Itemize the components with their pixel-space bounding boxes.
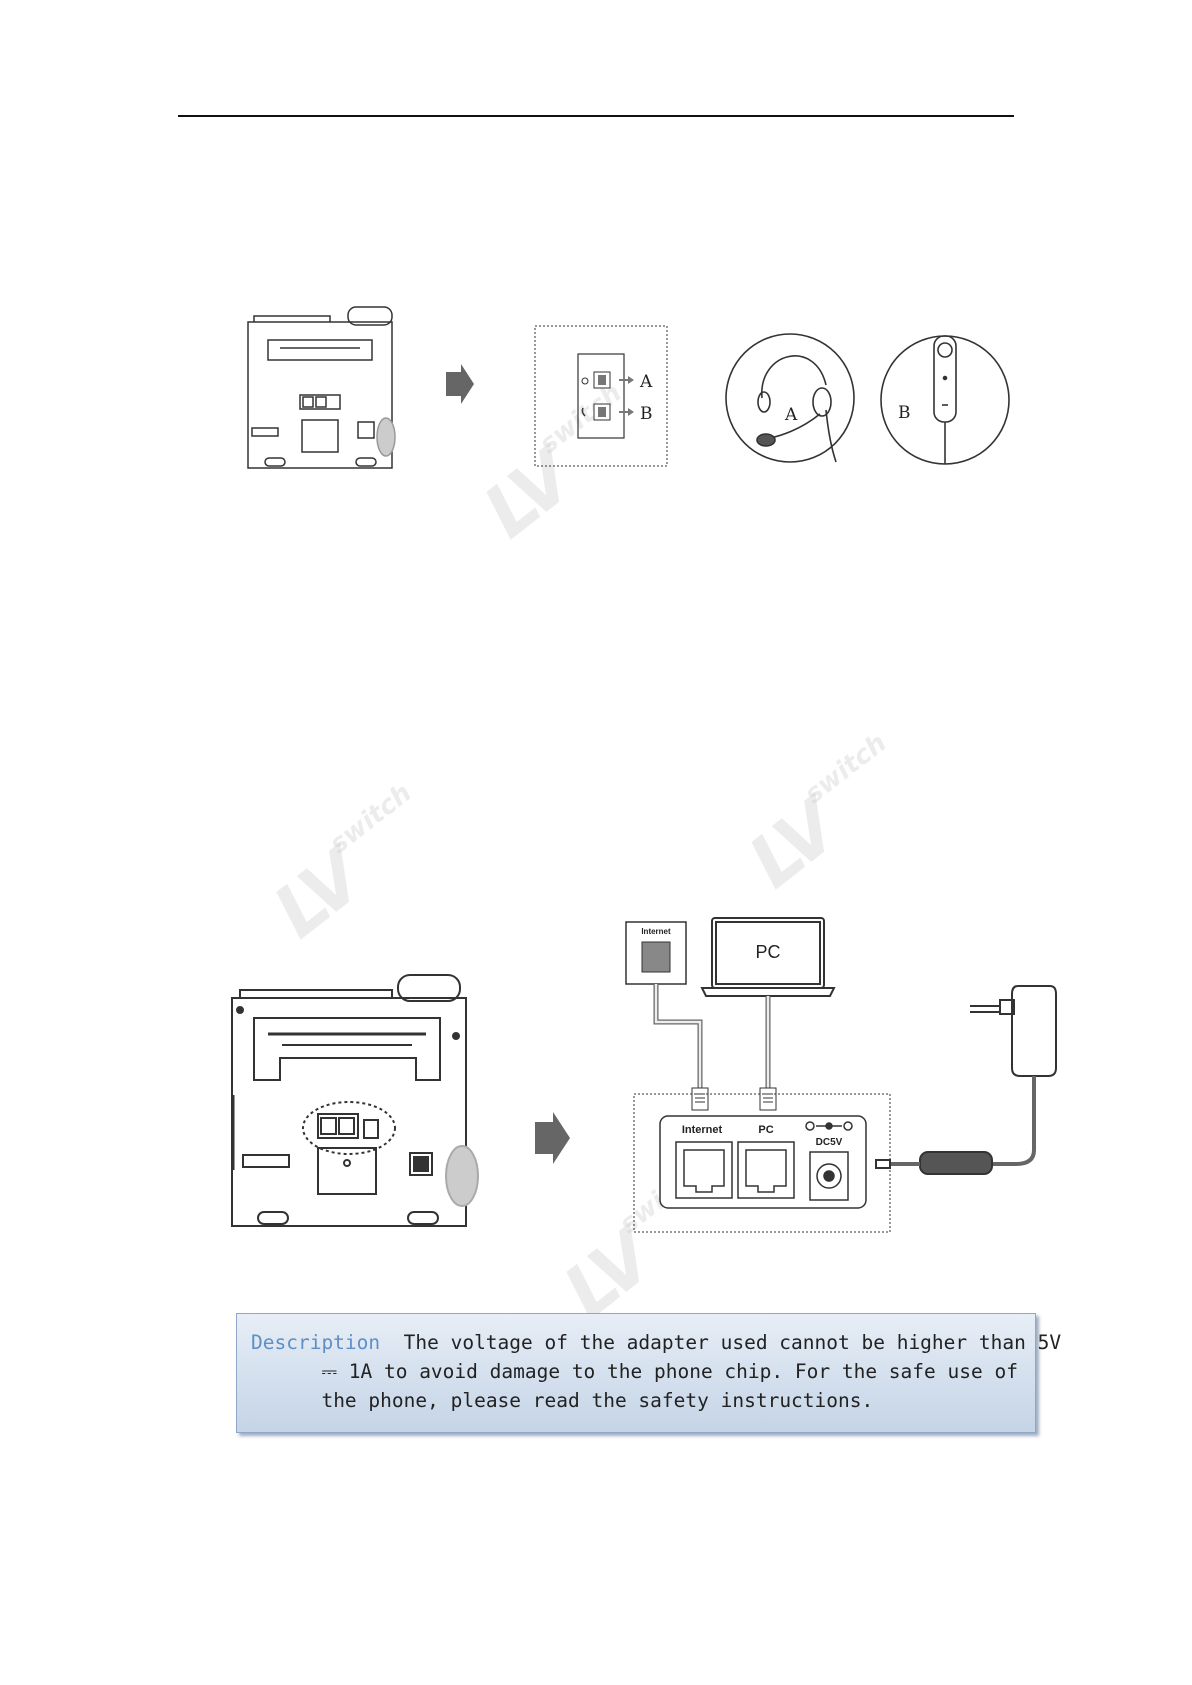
port-pc-label: PC	[758, 1124, 773, 1136]
description-note: Description The voltage of the adapter u…	[236, 1313, 1036, 1433]
wall-internet-port: Internet	[626, 922, 686, 984]
description-line-2: ⎓ 1A to avoid damage to the phone chip. …	[321, 1360, 1017, 1383]
description-text: Description The voltage of the adapter u…	[251, 1328, 1021, 1415]
rj45-plug	[760, 1088, 776, 1110]
phone-back-large	[232, 975, 478, 1226]
wall-port-label: Internet	[641, 927, 671, 936]
pc-label: PC	[755, 942, 780, 962]
power-adapter-icon	[876, 986, 1056, 1174]
port-internet-label: Internet	[682, 1124, 723, 1136]
description-line-3: the phone, please read the safety instru…	[321, 1389, 873, 1412]
arrow-icon	[535, 1112, 570, 1164]
figure-network-connection: Internet PC Internet PC DC5V	[0, 0, 1192, 1300]
rj45-plug	[692, 1088, 708, 1110]
description-label: Description	[251, 1331, 380, 1354]
port-power-label: DC5V	[816, 1137, 843, 1148]
description-line-1: The voltage of the adapter used cannot b…	[404, 1331, 1061, 1354]
